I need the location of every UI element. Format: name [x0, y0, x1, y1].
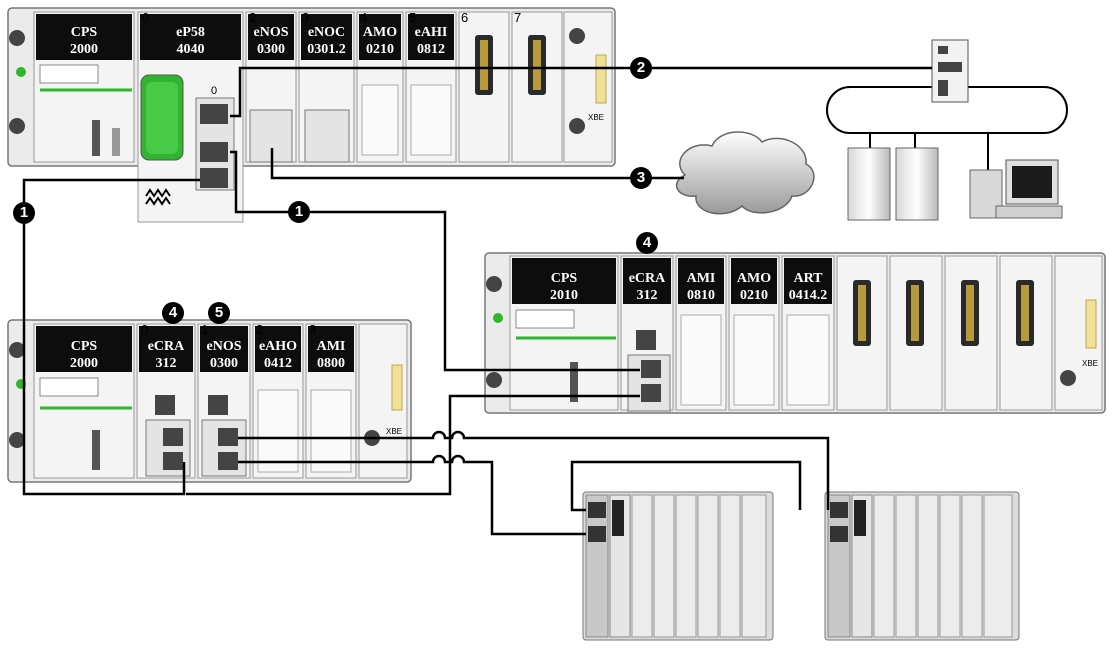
left-ami-label: AMI 0800 [308, 338, 354, 372]
left-ecra-label: eCRA 312 [139, 338, 193, 372]
module-ref: 2000 [70, 356, 98, 371]
module-ref: 0301.2 [307, 42, 346, 57]
module-ref: 0210 [740, 288, 768, 303]
slot-number: 2 [249, 10, 257, 25]
control-network [826, 39, 1068, 221]
module-ref: 312 [636, 288, 658, 303]
local-rack [7, 7, 616, 223]
xbe-label: XBE [588, 113, 605, 122]
remote-rack-left [7, 319, 412, 483]
callout-3-marker [630, 167, 652, 189]
callout-3: 3 [636, 169, 646, 186]
slot-number: 7 [514, 10, 522, 25]
local-cpu-label: eP58 4040 [140, 24, 241, 58]
module-ref: 0810 [687, 288, 715, 303]
remote-rack-right [484, 252, 1106, 414]
module-name: CPS [550, 271, 578, 286]
module-name: AMO [736, 271, 772, 286]
module-name: eCRA [147, 339, 185, 354]
slot-number: 0 [142, 10, 150, 25]
callout-5: 5 [214, 304, 224, 321]
slot-number: 2 [256, 322, 264, 337]
slot-number: 3 [302, 10, 310, 25]
module-ref: 0414.2 [788, 288, 828, 303]
local-enos-label: eNOS 0300 [248, 24, 294, 58]
slot-number: 3 [309, 322, 317, 337]
module-ref: 0800 [317, 356, 345, 371]
module-ref: 0300 [210, 356, 238, 371]
io-drop-right [824, 491, 1020, 641]
io-drop-left [582, 491, 774, 641]
module-name: eNOC [307, 25, 346, 40]
callout-5-marker [208, 302, 230, 324]
module-name: eCRA [628, 271, 666, 286]
left-enos-label: eNOS 0300 [200, 338, 248, 372]
left-cps-label: CPS 2000 [36, 338, 132, 372]
right-ecra-label: eCRA 312 [623, 270, 671, 304]
slot-number: 5 [409, 10, 417, 25]
port-slot-number: 0 [211, 85, 218, 97]
module-ref: 312 [155, 356, 177, 371]
module-ref: 4040 [176, 42, 205, 57]
module-ref: 2010 [550, 288, 578, 303]
callout-1-right-marker [288, 201, 310, 223]
module-name: AMI [686, 271, 716, 286]
cloud-icon [675, 131, 815, 215]
slot-number: 0 [141, 322, 149, 337]
callout-2: 2 [636, 59, 646, 76]
local-eahi-label: eAHI 0812 [408, 24, 454, 58]
module-name: AMO [362, 25, 398, 40]
module-name: AMI [316, 339, 346, 354]
module-name: CPS [70, 339, 98, 354]
slot-number: 1 [201, 322, 209, 337]
right-amo-label: AMO 0210 [731, 270, 777, 304]
local-amo-label: AMO 0210 [359, 24, 401, 58]
local-cps-label: CPS 2000 [36, 24, 132, 58]
module-name: CPS [70, 25, 98, 40]
module-ref: 0812 [417, 42, 445, 57]
cables [22, 66, 932, 536]
module-name: eAHO [258, 339, 298, 354]
callout-2-marker [630, 57, 652, 79]
slot-number: 4 [360, 10, 368, 25]
slot-number: 6 [461, 10, 469, 25]
left-eaho-label: eAHO 0412 [255, 338, 301, 372]
right-art-label: ART 0414.2 [784, 270, 832, 304]
module-name: eNOS [253, 25, 289, 40]
right-cps-label: CPS 2010 [512, 270, 616, 304]
module-name: ART [793, 271, 823, 286]
xbe-label: XBE [1082, 359, 1099, 368]
callout-1-left-marker [13, 202, 35, 224]
module-ref: 0300 [257, 42, 285, 57]
local-enoc-label: eNOC 0301.2 [301, 24, 352, 58]
module-name: eNOS [206, 339, 242, 354]
callout-1-right: 1 [294, 203, 304, 220]
callout-4-left: 4 [168, 304, 178, 321]
callout-1-left: 1 [19, 204, 29, 221]
right-ami-label: AMI 0810 [678, 270, 724, 304]
module-ref: 0412 [264, 356, 292, 371]
callout-4-right-marker [636, 232, 658, 254]
xbe-label: XBE [386, 427, 403, 436]
module-name: eAHI [414, 25, 448, 40]
module-name: eP58 [176, 25, 205, 40]
callout-4-right: 4 [642, 234, 652, 251]
module-ref: 2000 [70, 42, 98, 57]
callout-4-left-marker [162, 302, 184, 324]
module-ref: 0210 [366, 42, 394, 57]
